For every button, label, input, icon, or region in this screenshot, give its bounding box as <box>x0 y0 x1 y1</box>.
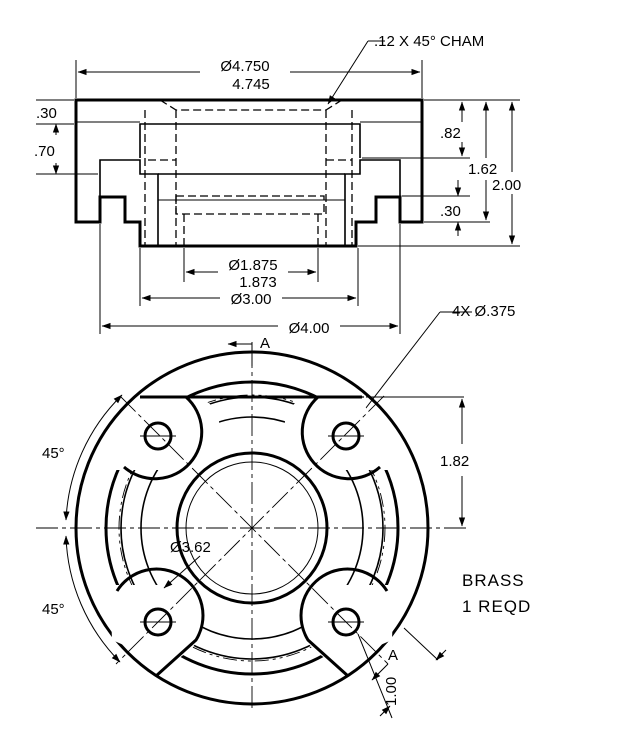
dimension-line <box>435 649 447 661</box>
section-label-bottom: A <box>388 647 398 664</box>
front-view-inner-top <box>139 123 361 158</box>
outer-dia-lower: 4.745 <box>232 76 270 93</box>
lobe-edge <box>300 395 381 481</box>
dim-162: 1.62 <box>468 161 497 178</box>
diagonal-center-line <box>119 395 389 665</box>
chamfer-note: .12 X 45° CHAM <box>374 33 484 50</box>
top-view: A A <box>36 335 470 712</box>
angle-bottom: 45° <box>42 601 65 618</box>
front-view-step-right <box>344 159 401 246</box>
angle-arc-top <box>63 394 123 521</box>
top-view-dimensions: 45° 45° 1.82 Ø3.62 1.00 <box>42 394 469 719</box>
extension-line <box>357 633 393 719</box>
bolt-circle-dia: Ø3.62 <box>170 539 211 556</box>
angle-top: 45° <box>42 445 65 462</box>
dim-100: 1.00 <box>383 677 400 706</box>
lobe-edge <box>115 567 205 678</box>
holes-note: 4X Ø.375 <box>452 303 515 320</box>
angle-arc-bottom <box>63 535 121 663</box>
dim-200: 2.00 <box>492 177 521 194</box>
dim-082: .82 <box>440 125 461 142</box>
cutting-plane-arrow <box>371 663 389 681</box>
diagonal-center-line <box>115 395 385 665</box>
dim-030-bottom: .30 <box>440 203 461 220</box>
dimension-line <box>379 705 391 717</box>
front-view <box>74 98 424 248</box>
lobe-top-left <box>104 395 220 481</box>
front-view-step-left <box>99 159 159 246</box>
dia-300: Ø3.00 <box>231 291 272 308</box>
front-view-dimensions: Ø4.750 4.745 .12 X 45° CHAM .30 .70 .82 … <box>34 33 521 427</box>
bore-dia-upper: Ø1.875 <box>228 257 277 274</box>
holes-leader <box>351 311 441 427</box>
section-label-top: A <box>260 335 270 352</box>
dia-400: Ø4.00 <box>289 320 330 337</box>
lobe-fill <box>104 396 220 470</box>
front-view-hidden-bore <box>175 195 325 215</box>
lobe-top-right <box>284 395 400 481</box>
dim-182: 1.82 <box>440 453 469 470</box>
lobe-edge <box>299 567 389 678</box>
material-note: BRASS <box>462 571 525 590</box>
notes: BRASS 1 REQD <box>462 571 531 616</box>
quantity-note: 1 REQD <box>462 597 531 616</box>
chamfer-leader <box>327 40 369 105</box>
dim-030-top: .30 <box>36 105 57 122</box>
dim-070: .70 <box>34 143 55 160</box>
lobe-edge <box>123 395 204 481</box>
lobe-fill <box>284 396 400 470</box>
bore-dia-lower: 1.873 <box>239 274 277 291</box>
bolt-circle-leader <box>163 555 201 589</box>
outer-dia-upper: Ø4.750 <box>220 58 269 75</box>
extension-line <box>403 627 439 661</box>
